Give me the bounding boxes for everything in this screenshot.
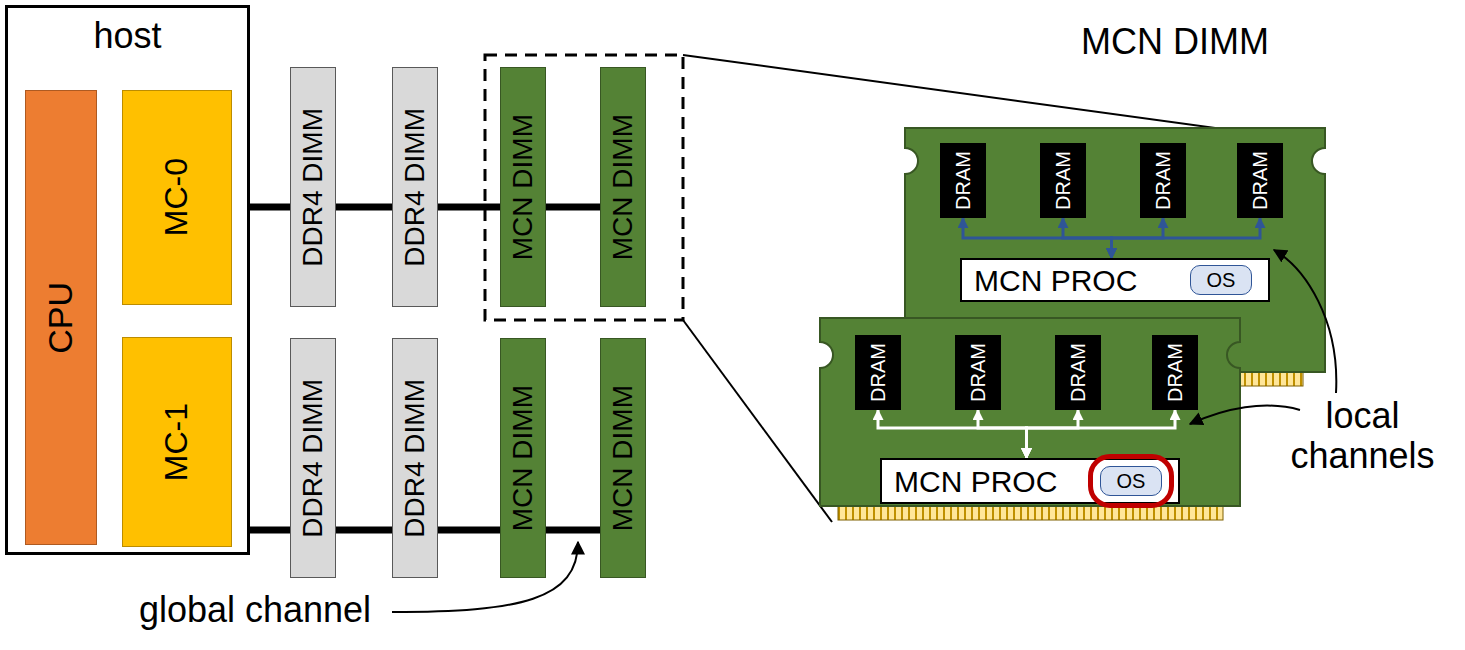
cpu-block: CPU xyxy=(25,90,97,545)
mcn-processor: MCN PROC OS xyxy=(880,458,1180,504)
memory-controller: MC-1 xyxy=(122,337,232,547)
os-badge: OS xyxy=(1100,466,1162,496)
local-channel xyxy=(978,410,1027,458)
node-text: MCN DIMM xyxy=(608,385,639,531)
dram-chip: DRAM xyxy=(940,143,986,218)
dimm-board xyxy=(820,318,1240,506)
global-channel xyxy=(546,204,600,211)
ddr4-dimm: DDR4 DIMM xyxy=(290,67,336,307)
node-text: DRAM xyxy=(967,343,989,402)
gold-pins xyxy=(838,506,1223,520)
dram-chip: DRAM xyxy=(1055,335,1101,410)
ddr4-dimm: DDR4 DIMM xyxy=(392,67,438,307)
dram-chip: DRAM xyxy=(1040,143,1086,218)
dram-chip: DRAM xyxy=(1140,143,1186,218)
ddr4-dimm: DDR4 DIMM xyxy=(290,338,336,578)
node-text: DRAM xyxy=(1067,343,1089,402)
node-text: CPU xyxy=(42,282,79,354)
node-text: MCN DIMM xyxy=(508,114,539,260)
zoom-line xyxy=(683,320,832,522)
node-text: MCN DIMM xyxy=(608,114,639,260)
node-text: MCN PROC xyxy=(974,264,1137,297)
callout-label: global channel xyxy=(120,590,390,630)
global-channel xyxy=(336,204,392,211)
callout-label: local channels xyxy=(1280,396,1445,475)
node-text: DRAM xyxy=(867,343,889,402)
local-channel xyxy=(1027,410,1079,458)
os-badge: OS xyxy=(1190,265,1252,295)
global-channel xyxy=(438,527,500,534)
node-text: host xyxy=(93,8,161,56)
node-text: OS xyxy=(1117,470,1146,492)
mcn-processor: MCN PROC OS xyxy=(960,258,1270,302)
global-channel xyxy=(438,204,500,211)
local-channel xyxy=(1112,218,1261,258)
dram-chip: DRAM xyxy=(1237,143,1283,218)
dram-chip: DRAM xyxy=(955,335,1001,410)
node-text: DDR4 DIMM xyxy=(298,379,329,538)
ddr4-dimm: DDR4 DIMM xyxy=(392,338,438,578)
local-channel xyxy=(1027,410,1176,458)
mcn-dimm: MCN DIMM xyxy=(600,338,646,578)
local-channel xyxy=(878,410,1027,458)
node-text: MC-0 xyxy=(159,158,194,236)
node-text: OS xyxy=(1207,269,1236,291)
leader-arrow xyxy=(1274,250,1336,393)
zoom-title: MCN DIMM xyxy=(1040,22,1310,62)
node-text: DRAM xyxy=(1152,151,1174,210)
node-text: DDR4 DIMM xyxy=(400,379,431,538)
node-text: DDR4 DIMM xyxy=(298,108,329,267)
node-text: MCN DIMM xyxy=(508,385,539,531)
dram-chip: DRAM xyxy=(1152,335,1198,410)
node-text: DRAM xyxy=(1249,151,1271,210)
node-text: DRAM xyxy=(1052,151,1074,210)
node-text: DRAM xyxy=(952,151,974,210)
node-text: MCN PROC xyxy=(894,465,1057,498)
leader-arrow xyxy=(1190,406,1300,424)
global-channel xyxy=(336,527,392,534)
mcn-dimm: MCN DIMM xyxy=(500,67,546,307)
global-channel xyxy=(546,527,600,534)
host-box: hostCPU MC-0MC-1 xyxy=(5,5,250,555)
node-text: MC-1 xyxy=(159,403,194,481)
local-channel xyxy=(1063,218,1112,258)
memory-controller: MC-0 xyxy=(122,90,232,305)
dram-chip: DRAM xyxy=(855,335,901,410)
mcn-dimm: MCN DIMM xyxy=(500,338,546,578)
node-text: DDR4 DIMM xyxy=(400,108,431,267)
mcn-dimm: MCN DIMM xyxy=(600,67,646,307)
local-channel xyxy=(963,218,1112,258)
node-text: DRAM xyxy=(1164,343,1186,402)
zoom-box xyxy=(485,55,683,320)
